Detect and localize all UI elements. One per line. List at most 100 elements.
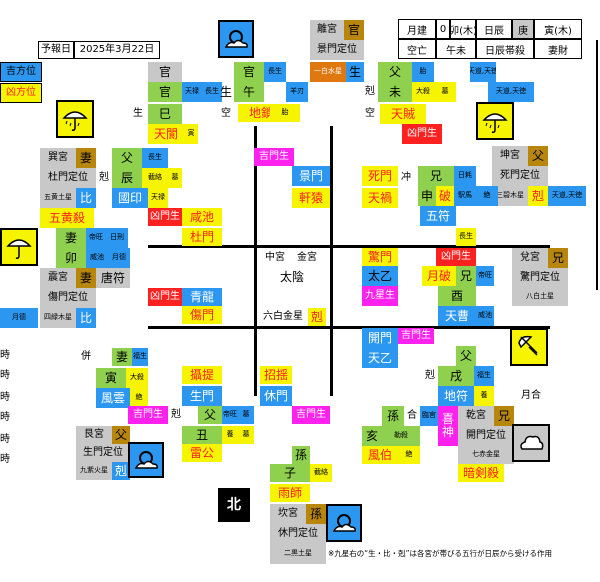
forecast-label: 予報日 — [38, 41, 74, 59]
zhen-left-small: 月德 — [0, 308, 38, 328]
zhen-palace-star: 四緑木星 — [40, 308, 76, 328]
south-door-3: 吉門生 — [292, 406, 330, 424]
grid-line-h2 — [148, 326, 550, 329]
sw-star: 咸池 — [182, 208, 222, 226]
sw-deity-2: 軒猿 — [292, 188, 330, 208]
li-palace-star: 一白水星 — [310, 62, 346, 82]
west2-deity: 太乙 — [362, 266, 398, 286]
kan-palace-kin: 孫 — [306, 504, 326, 524]
center-palace: 中宮 — [265, 251, 285, 263]
xun-small-3: 墓 — [168, 168, 182, 188]
day-branch: 寅(木) — [534, 19, 582, 39]
day-label-2: 日辰帯殺 — [476, 39, 534, 59]
day-stem: 庚 — [512, 19, 534, 39]
top-left-small-3: 寅 — [184, 124, 198, 144]
kubo-label: 空亡 — [398, 39, 436, 59]
kan-kin-2: 孫 — [292, 446, 310, 464]
umbrella-icon — [0, 228, 38, 266]
kun-palace-door: 死門定位 — [492, 166, 548, 186]
south-small-2: 墓 — [238, 406, 254, 424]
kubo-value: 午未 — [436, 39, 476, 59]
left-marker: 時 — [0, 369, 10, 381]
south-small-4: 墓 — [238, 426, 254, 444]
li-small-2: 羊刃 — [286, 82, 308, 102]
xun-palace-door: 杜門定位 — [40, 168, 96, 188]
xun-palace-kin: 妻 — [76, 148, 96, 168]
qian-small-3: 絶 — [398, 446, 420, 464]
kun-small-1: 天道,天徳 — [548, 186, 586, 206]
west2-star-2: 九星生 — [362, 286, 398, 306]
sw-small-2: 大殺 — [126, 368, 148, 388]
li-palace-rel: 生 — [346, 62, 364, 82]
zhen-small-2: 日刑 — [106, 228, 128, 248]
zhen-palace-kin: 妻 — [76, 268, 96, 288]
west2-small-1: 帝旺 — [476, 266, 494, 286]
cloud-icon — [512, 424, 550, 462]
xun-palace-name: 巽宮 — [40, 148, 76, 168]
top-right-kin: 父 — [378, 62, 412, 82]
dui-palace-door: 驚門定位 — [512, 268, 568, 288]
zhen-branch: 卯 — [56, 248, 86, 268]
left-marker: 時 — [0, 349, 10, 361]
west2-star: 凶門生 — [436, 248, 476, 266]
month-label: 月建 — [398, 19, 436, 39]
day-value-2: 妻財 — [534, 39, 582, 59]
left-marker: 時 — [0, 453, 10, 465]
gen-palace-rel: 剋 — [112, 462, 130, 480]
se-star: 吉門生 — [398, 328, 434, 344]
zhen-small-4: 月德 — [108, 248, 130, 268]
top-right-small-1: 胎 — [412, 62, 434, 82]
sw-seal: 風雲 — [96, 388, 130, 408]
qian-small-1: 臨官 — [420, 406, 438, 426]
south-door: 生門 — [182, 386, 222, 406]
xun-small-2: 截絡 — [142, 168, 168, 188]
west-small-3: 絶 — [476, 186, 498, 206]
sw-prefix: 併 — [81, 350, 91, 362]
kun-palace-rel: 剋 — [528, 186, 548, 206]
east-door: 凶門生 — [148, 288, 182, 306]
left-marker: 時 — [0, 411, 10, 423]
west-kin: 兄 — [418, 166, 454, 186]
month-value: 0 — [436, 19, 450, 39]
kan-small-1: 截絡 — [310, 464, 332, 482]
west-pb: 破 — [436, 186, 454, 206]
west2-seal: 天曹 — [438, 306, 476, 326]
kan-palace-name: 坎宮 — [270, 504, 306, 524]
qian-palace-name: 乾宮 — [458, 406, 494, 426]
gen-palace-star: 九紫火星 — [76, 462, 112, 480]
west2-deity-2: 月破 — [422, 266, 456, 286]
south-god: 雷公 — [182, 444, 222, 462]
top-right-door: 凶門生 — [402, 124, 442, 144]
south-small-3: 養 — [222, 426, 238, 444]
west2-kin: 兄 — [456, 266, 476, 286]
nw-small-a: 天道,天徳 — [470, 62, 496, 82]
sw-branch: 寅 — [96, 368, 126, 388]
right-edge-line — [596, 40, 598, 290]
zhen-palace-door: 傷門定位 — [40, 288, 96, 308]
kan-branch: 子 — [270, 464, 310, 482]
qian-rel: 合 — [407, 409, 417, 421]
sw-kin: 妻 — [112, 348, 132, 366]
xun-palace-star: 五黄土星 — [40, 188, 76, 208]
qian-god: 喜神 — [438, 406, 458, 446]
li-palace-name: 離宮 — [310, 20, 344, 40]
south-star: 吉門生 — [128, 406, 168, 424]
li-palace-door: 景門定位 — [310, 40, 364, 60]
li-palace-kin: 官 — [344, 20, 364, 40]
sun-cloud-icon — [218, 20, 254, 58]
south-branch: 丑 — [182, 426, 222, 444]
sw-small-1: 福生 — [132, 348, 148, 366]
kun-palace-name: 坤宮 — [492, 146, 528, 166]
left-marker: 時 — [0, 391, 10, 403]
kan-palace-door: 休門定位 — [270, 524, 326, 544]
west-small-4: 長生 — [456, 228, 476, 246]
center-star: 六白金星 — [263, 310, 303, 322]
li-small-1: 長生 — [264, 62, 286, 82]
top-left-label: 生 — [219, 84, 232, 99]
south-door-2: 休門 — [260, 386, 292, 406]
lucky-direction-label: 吉方位 — [0, 62, 42, 82]
gen-palace-kin: 父 — [112, 426, 130, 444]
xun-palace-rel: 比 — [76, 188, 96, 208]
west-seal: 五符 — [420, 206, 456, 226]
west-star: 天禍 — [362, 188, 398, 208]
